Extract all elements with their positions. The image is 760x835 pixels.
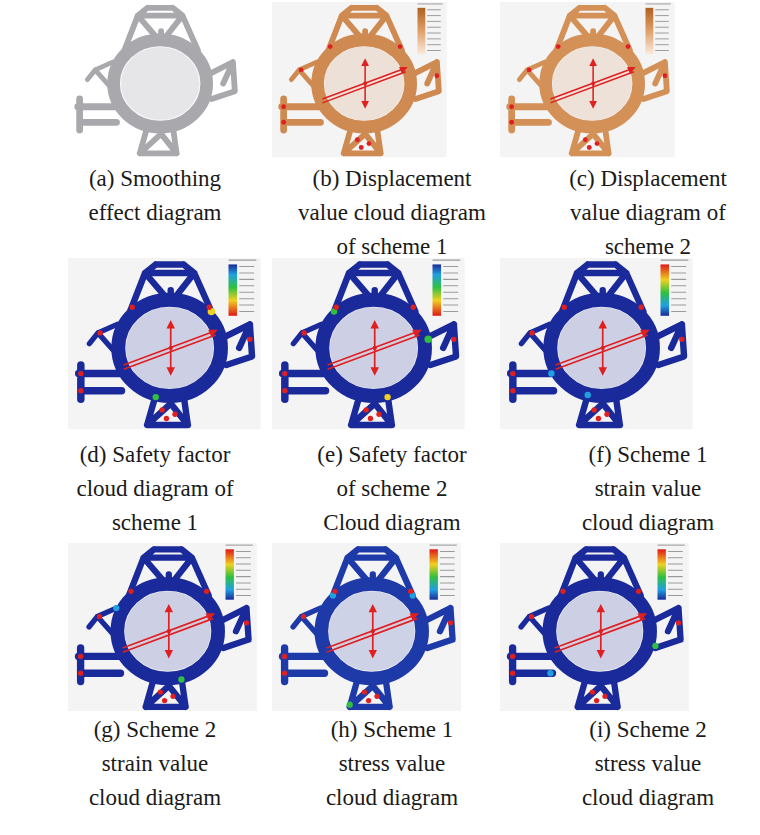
caption-text: (c) Displacement value diagram of scheme… <box>544 162 752 264</box>
caption-text: (e) Safety factor of scheme 2 Cloud diag… <box>308 438 476 540</box>
caption-text: (a) Smoothing effect diagram <box>66 162 244 230</box>
panel-figure: (i) Scheme 2 stress value cloud diagram <box>528 543 760 819</box>
panel-figure: (e) Safety factor of scheme 2 Cloud diag… <box>272 258 512 544</box>
panel-figure: (d) Safety factor cloud diagram of schem… <box>35 258 275 544</box>
panel-figure: (g) Scheme 2 strain value cloud diagram <box>35 543 275 819</box>
caption-text: (b) Displacement value cloud diagram of … <box>288 162 496 264</box>
caption-text: (h) Scheme 1 stress value cloud diagram <box>317 713 467 815</box>
panel-figure: (c) Displacement value diagram of scheme… <box>528 2 760 268</box>
caption-text: (g) Scheme 2 strain value cloud diagram <box>80 713 230 815</box>
panel-figure: (b) Displacement value cloud diagram of … <box>272 2 512 268</box>
caption-text: (d) Safety factor cloud diagram of schem… <box>61 438 249 540</box>
panel-figure: (h) Scheme 1 stress value cloud diagram <box>272 543 512 819</box>
panel-figure: (a) Smoothing effect diagram <box>35 2 275 234</box>
panel-figure: (f) Scheme 1 strain value cloud diagram <box>528 258 760 544</box>
caption-text: (i) Scheme 2 stress value cloud diagram <box>573 713 723 815</box>
caption-text: (f) Scheme 1 strain value cloud diagram <box>573 438 723 540</box>
